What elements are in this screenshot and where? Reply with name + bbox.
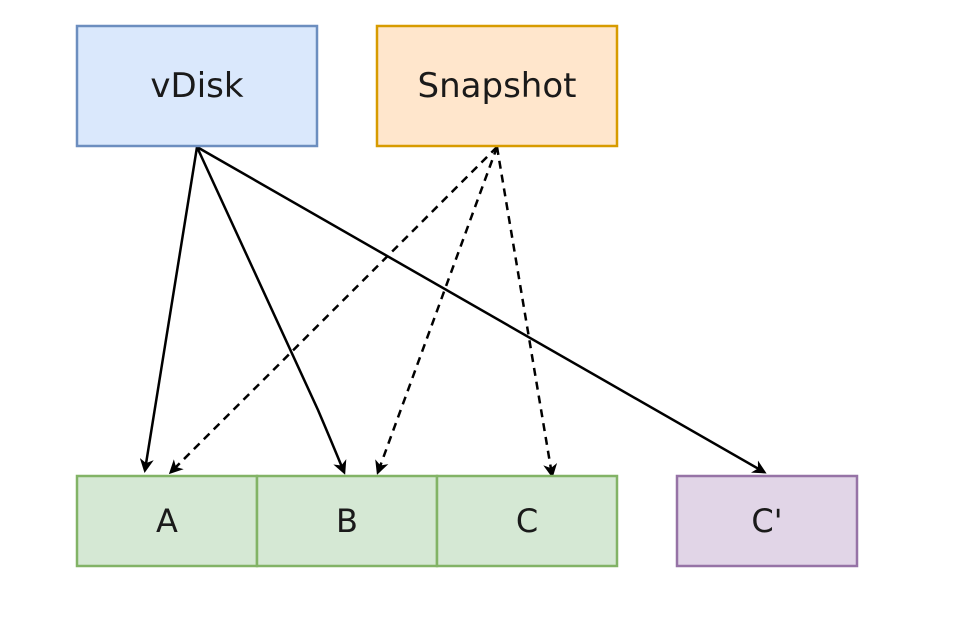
node-block-b: B bbox=[255, 474, 439, 568]
edge-vdisk-to-a bbox=[139, 146, 199, 473]
edge-snapshot-to-c bbox=[495, 146, 558, 478]
edge-vdisk-to-b bbox=[195, 146, 347, 475]
block-b-label: B bbox=[336, 502, 358, 540]
node-snapshot: Snapshot bbox=[375, 24, 619, 148]
node-block-c: C bbox=[435, 474, 619, 568]
node-block-c-prime: C' bbox=[675, 474, 859, 568]
block-c-prime-box bbox=[675, 474, 859, 568]
snapshot-box bbox=[375, 24, 619, 148]
block-c-prime-label: C' bbox=[751, 502, 782, 540]
edge-snapshot-to-a bbox=[168, 146, 498, 475]
edges bbox=[139, 145, 767, 478]
vdisk-label: vDisk bbox=[150, 66, 243, 106]
vdisk-box bbox=[75, 24, 319, 148]
block-a-label: A bbox=[156, 502, 178, 540]
edge-vdisk-to-c-prime bbox=[196, 145, 767, 474]
edge-snapshot-to-b bbox=[375, 146, 499, 475]
block-c-box bbox=[435, 474, 619, 568]
block-c-label: C bbox=[516, 502, 538, 540]
node-block-a: A bbox=[75, 474, 259, 568]
node-vdisk: vDisk bbox=[75, 24, 319, 148]
snapshot-label: Snapshot bbox=[418, 66, 577, 106]
